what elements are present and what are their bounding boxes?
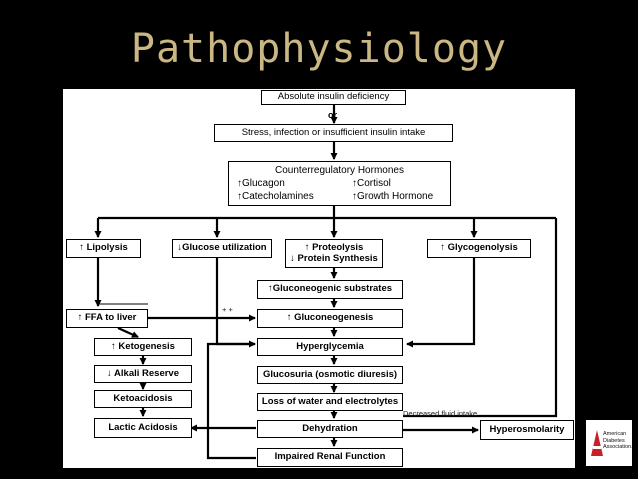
hormone-growth-hormone: ↑Growth Hormone [352,191,434,202]
arrow-glucose-util-to-hyperglycemia [215,258,256,348]
box-proteolysis: ↑ Proteolysis ↓ Protein Synthesis [285,239,383,268]
label-plus-plus: + + [222,305,233,314]
box-ketogenesis: ↑ Ketogenesis [94,338,192,356]
logo-line-3: Association. [603,444,633,450]
arrow-ffa-to-ketogenesis [117,326,139,339]
ada-logo-text: American Diabetes Association. [603,431,633,451]
ada-logo: American Diabetes Association. [586,420,633,466]
box-lactic-acidosis: Lactic Acidosis [94,418,192,438]
ada-logo-mark [591,430,603,456]
box-gluconeogenesis: ↑ Gluconeogenesis [257,309,403,328]
box-ffa-to-liver: ↑ FFA to liver [66,309,148,328]
box-glucose-utilization: ↓Glucose utilization [172,239,272,258]
arrow-decreased-fluid [403,382,558,418]
hormone-cortisol: ↑Cortisol [352,178,391,189]
box-lipolysis: ↑ Lipolysis [66,239,141,258]
hormone-catecholamines: ↑Catecholamines [237,191,314,202]
box-impaired-renal: Impaired Renal Function [257,448,403,467]
box-hyperglycemia: Hyperglycemia [257,338,403,356]
box-loss-water: Loss of water and electrolytes [257,393,403,411]
box-hyperosmolarity: Hyperosmolarity [480,420,574,440]
logo-line-1: American [603,431,627,437]
protein-synthesis-label: ↓ Protein Synthesis [290,252,378,264]
box-stress-infection: Stress, infection or insufficient insuli… [214,124,453,142]
arrow-renal-loop [206,342,256,460]
label-or: or [328,110,337,120]
box-glucosuria: Glucosuria (osmotic diuresis) [257,366,403,384]
hormones-title: Counterregulatory Hormones [275,165,404,176]
logo-line-2: Diabetes [603,437,625,444]
hormone-glucagon: ↑Glucagon [237,178,285,189]
page-title: Pathophysiology [130,26,508,72]
label-decreased-fluid: Decreased fluid intake [403,409,478,418]
box-counterregulatory-hormones: Counterregulatory Hormones ↑Glucagon ↑Ca… [228,161,451,206]
arrow-glycogenolysis-to-hyperglycemia [406,258,476,348]
proteolysis-label: ↑ Proteolysis [304,241,364,253]
box-ketoacidosis: Ketoacidosis [94,390,192,408]
box-dehydration: Dehydration [257,420,403,438]
box-absolute-insulin: Absolute insulin deficiency [261,90,406,105]
box-gluconeogenic-substrates: ↑Gluconeogenic substrates [257,280,403,299]
box-glycogenolysis: ↑ Glycogenolysis [427,239,531,258]
box-alkali-reserve: ↓ Alkali Reserve [94,365,192,383]
